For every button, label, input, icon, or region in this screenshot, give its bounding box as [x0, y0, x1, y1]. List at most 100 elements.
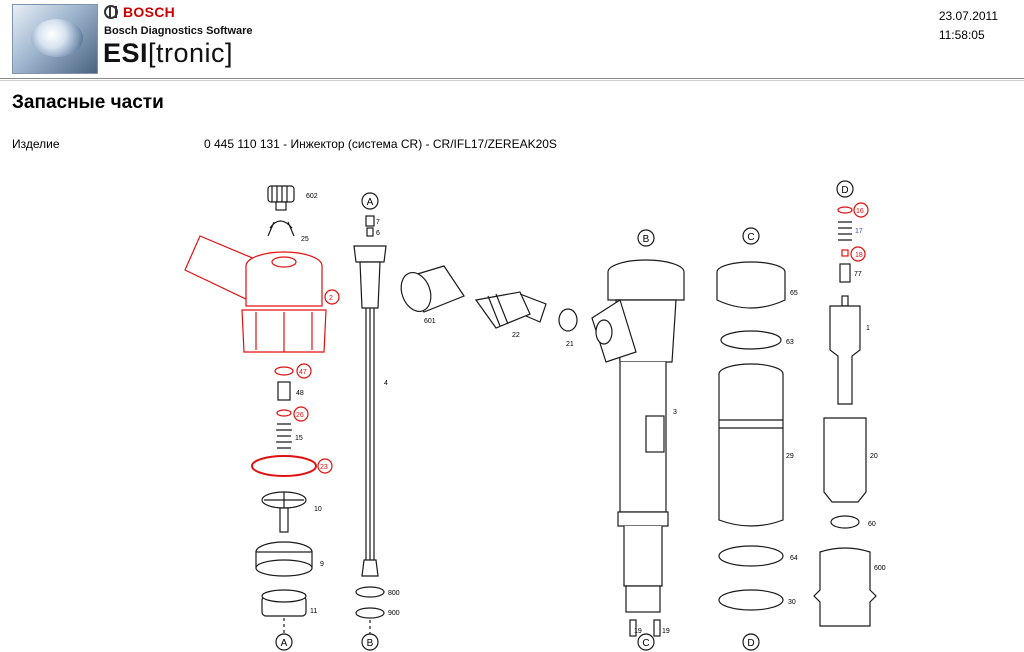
marker-c-bottom: [637, 633, 655, 651]
bosch-armature-icon: [104, 5, 118, 19]
part-label: 64: [790, 555, 798, 562]
part-600[interactable]: [813, 547, 877, 627]
part-15[interactable]: [276, 423, 292, 449]
page-title: Запасные части: [12, 92, 164, 113]
part-labels: 602 25 2 47 48 26 15 23 10 9 11 7 6 4 80…: [295, 193, 886, 635]
header-divider-shadow: [0, 80, 1024, 81]
part-77[interactable]: [839, 263, 851, 283]
marker-label: B: [367, 638, 374, 649]
timestamp: 23.07.2011 11:58:05: [939, 7, 998, 45]
part-label: 22: [512, 332, 520, 339]
part-4[interactable]: [353, 245, 387, 263]
part-group-d: [813, 206, 877, 627]
part-label: 47: [299, 369, 307, 376]
part-label: 9: [320, 561, 324, 568]
app-header: BOSCH Bosch Diagnostics Software ESI[tro…: [0, 0, 1024, 78]
part-group-valve-piston: [353, 215, 387, 634]
part-label: 601: [424, 318, 436, 325]
part-label: 63: [786, 339, 794, 346]
marker-label: B: [643, 234, 650, 245]
part-label: 21: [566, 341, 574, 348]
part-20[interactable]: [823, 417, 867, 503]
part-label: 1: [866, 325, 870, 332]
part-label: 18: [855, 252, 863, 259]
part-900[interactable]: [355, 607, 385, 619]
section-markers: [275, 180, 854, 651]
part-23[interactable]: [251, 455, 317, 477]
marker-c-top: [742, 227, 760, 245]
part-63[interactable]: [720, 330, 782, 350]
part-label: 26: [296, 412, 304, 419]
part-label: 900: [388, 610, 400, 617]
product-label: Изделие: [12, 137, 60, 151]
marker-d-top: [836, 180, 854, 198]
part-label: 25: [301, 236, 309, 243]
part-7[interactable]: [365, 215, 375, 227]
part-label: 16: [856, 208, 864, 215]
marker-a-top: [361, 192, 379, 210]
marker-label: A: [367, 197, 374, 208]
date-text: 23.07.2011: [938, 9, 998, 23]
part-2[interactable]: [184, 235, 327, 353]
part-label: 800: [388, 590, 400, 597]
part-label: 11: [310, 608, 317, 615]
sub-brand: Bosch Diagnostics Software: [104, 25, 253, 37]
part-21[interactable]: [558, 308, 578, 332]
part-48[interactable]: [277, 381, 291, 401]
part-47[interactable]: [274, 366, 294, 376]
marker-a-bottom: [275, 633, 293, 651]
product-name-rest: [tronic]: [148, 38, 234, 68]
part-label: 65: [790, 290, 798, 297]
part-16[interactable]: [837, 206, 853, 214]
part-label: 602: [306, 193, 318, 200]
part-label: 4: [384, 380, 388, 387]
marker-label: A: [281, 638, 288, 649]
marker-label: D: [747, 638, 754, 649]
marker-b-top: [637, 229, 655, 247]
part-label: 30: [788, 599, 796, 606]
part-60[interactable]: [830, 515, 860, 529]
time-text: 11:58:05: [938, 28, 985, 42]
part-label: 600: [874, 565, 886, 572]
marker-label: C: [642, 638, 649, 649]
part-19a[interactable]: [629, 619, 637, 637]
part-label: 2: [329, 295, 333, 302]
part-group-inlet: [400, 265, 578, 332]
header-divider: [0, 78, 1024, 79]
part-64[interactable]: [718, 545, 784, 567]
part-18[interactable]: [841, 249, 849, 257]
marker-label: D: [841, 185, 848, 196]
part-label: 6: [376, 230, 380, 237]
marker-b-bottom: [361, 633, 379, 651]
part-label: 60: [868, 521, 876, 528]
marker-label: C: [747, 232, 754, 243]
part-6[interactable]: [366, 227, 374, 237]
part-26[interactable]: [276, 409, 292, 417]
part-label: 7: [376, 219, 380, 226]
product-name: ESI[tronic]: [103, 38, 233, 69]
part-label: 29: [786, 453, 794, 460]
part-1[interactable]: [841, 295, 849, 307]
bosch-brand: BOSCH: [104, 4, 175, 20]
part-30[interactable]: [718, 589, 784, 611]
part-label: 3: [673, 409, 677, 416]
part-17[interactable]: [838, 221, 852, 241]
part-group-b: [591, 259, 685, 637]
part-group-c: [716, 261, 786, 611]
part-label: 19: [634, 628, 642, 635]
part-label: 77: [854, 271, 862, 278]
brand-name: BOSCH: [123, 4, 176, 20]
marker-d-bottom: [742, 633, 760, 651]
part-label: 23: [320, 464, 328, 471]
cd-disc-icon: [31, 19, 83, 57]
part-label: 10: [314, 506, 322, 513]
part-25[interactable]: [267, 220, 295, 237]
part-800[interactable]: [355, 586, 385, 598]
part-19b[interactable]: [653, 619, 661, 637]
part-label: 20: [870, 453, 878, 460]
exploded-parts-diagram: A A B B C C D D 602 25 2 47 48 26 15 23 …: [184, 180, 886, 651]
product-value: 0 445 110 131 - Инжектор (система CR) - …: [204, 137, 557, 151]
product-name-bold: ESI: [103, 38, 149, 68]
part-label: 19: [662, 628, 670, 635]
part-label: 15: [295, 435, 303, 442]
